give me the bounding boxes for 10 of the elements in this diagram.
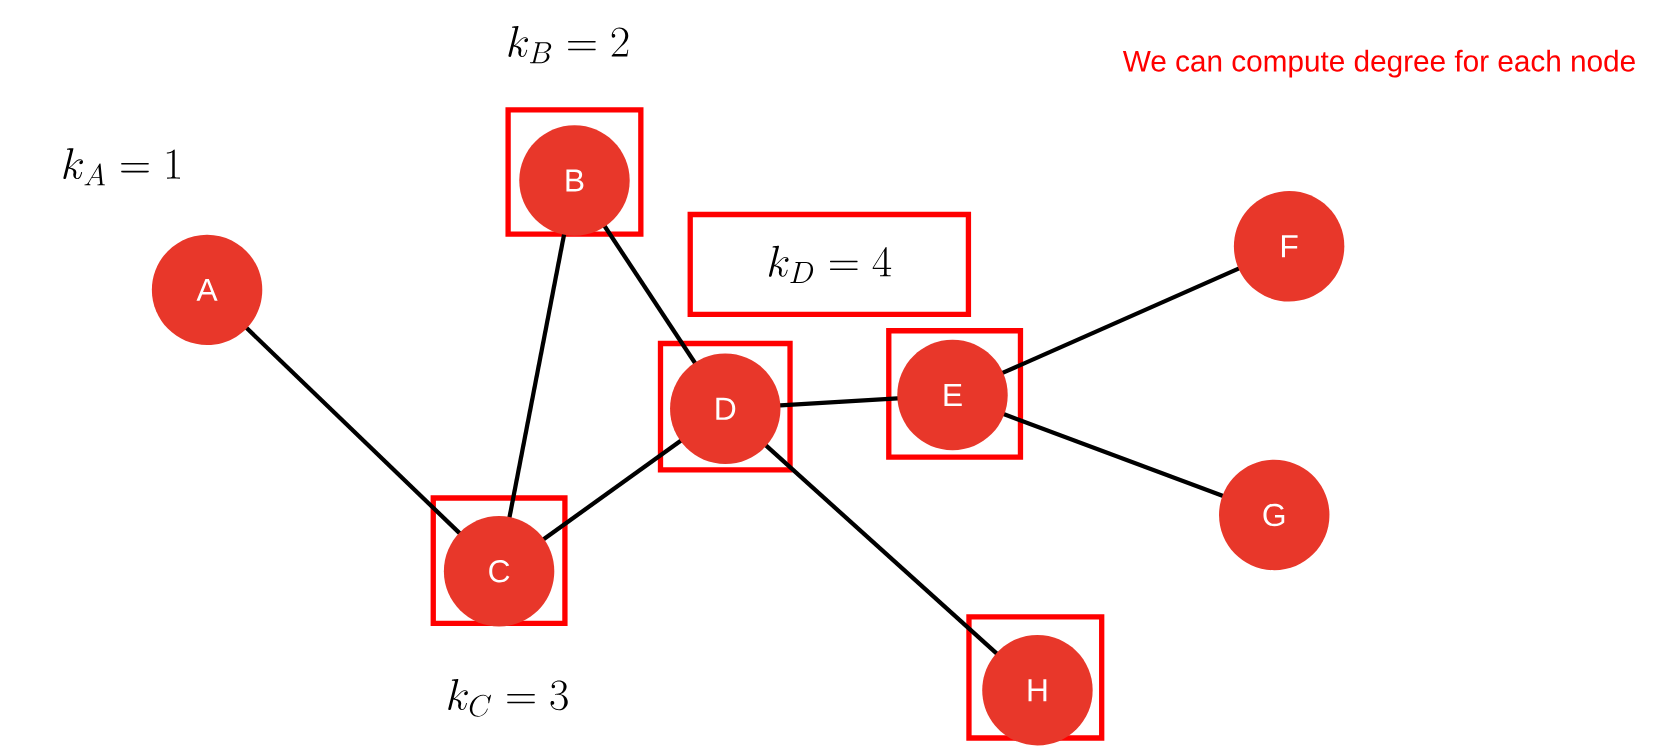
highlight-box (430, 495, 568, 627)
highlight-box (657, 341, 793, 473)
highlight-box (886, 328, 1024, 460)
degree-formula: $k_A = 1$ (63, 148, 180, 186)
note-text: We can compute degree for each node (1122, 50, 1635, 78)
highlight-box (505, 107, 644, 237)
highlight-box (966, 614, 1105, 741)
degree-formula: $k_B = 2$ (508, 26, 629, 64)
formula-box: $k_D = 4$ (687, 212, 972, 318)
degree-formula: $k_C = 3$ (448, 679, 568, 718)
